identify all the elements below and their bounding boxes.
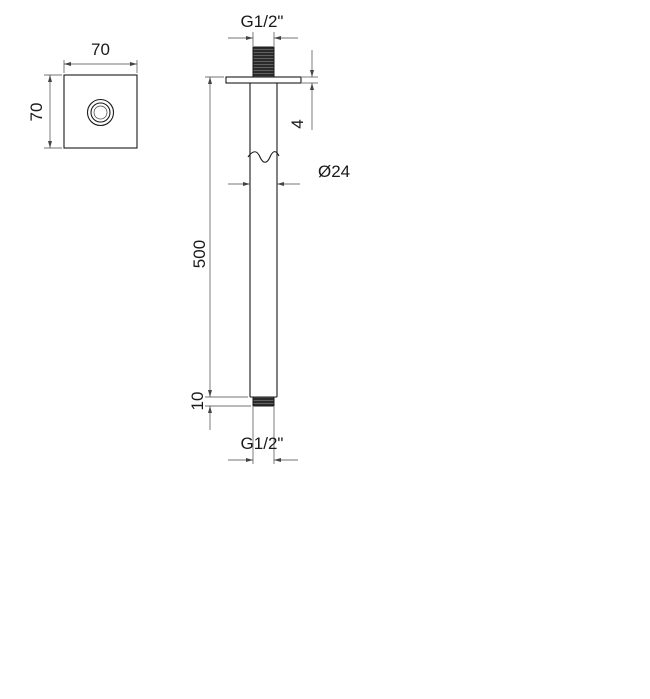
ceiling-flange bbox=[225, 76, 302, 84]
flange-thickness-dimension: 4 bbox=[288, 50, 318, 130]
bottom-thread-dimension: G1/2" bbox=[228, 407, 298, 464]
bottom-thread-length-dimension: 10 bbox=[188, 392, 251, 430]
top-width-label: 70 bbox=[91, 40, 110, 59]
bottom-thread-label: G1/2" bbox=[241, 434, 284, 453]
top-thread-label: G1/2" bbox=[241, 12, 284, 31]
top-height-label: 70 bbox=[27, 103, 46, 122]
bottom-thread-length-label: 10 bbox=[188, 392, 207, 411]
diameter-dimension: Ø24 bbox=[228, 162, 350, 186]
outlet-outer-ring bbox=[86, 98, 115, 127]
top-view: 70 70 bbox=[27, 40, 138, 149]
top-thread bbox=[252, 46, 275, 78]
side-view: G1/2" 4 Ø24 500 bbox=[188, 12, 350, 464]
length-dimension: 500 bbox=[190, 76, 248, 398]
top-height-dimension: 70 bbox=[27, 74, 62, 149]
bottom-thread bbox=[252, 396, 275, 407]
square-plate bbox=[63, 74, 138, 149]
length-break-symbol bbox=[247, 151, 280, 163]
length-label: 500 bbox=[190, 240, 209, 268]
flange-thickness-label: 4 bbox=[288, 119, 307, 128]
outlet-inner-ring bbox=[90, 102, 111, 123]
diameter-label: Ø24 bbox=[318, 162, 350, 181]
top-thread-dimension: G1/2" bbox=[228, 12, 298, 46]
top-width-dimension: 70 bbox=[63, 40, 138, 73]
outlet-bore bbox=[93, 105, 108, 120]
